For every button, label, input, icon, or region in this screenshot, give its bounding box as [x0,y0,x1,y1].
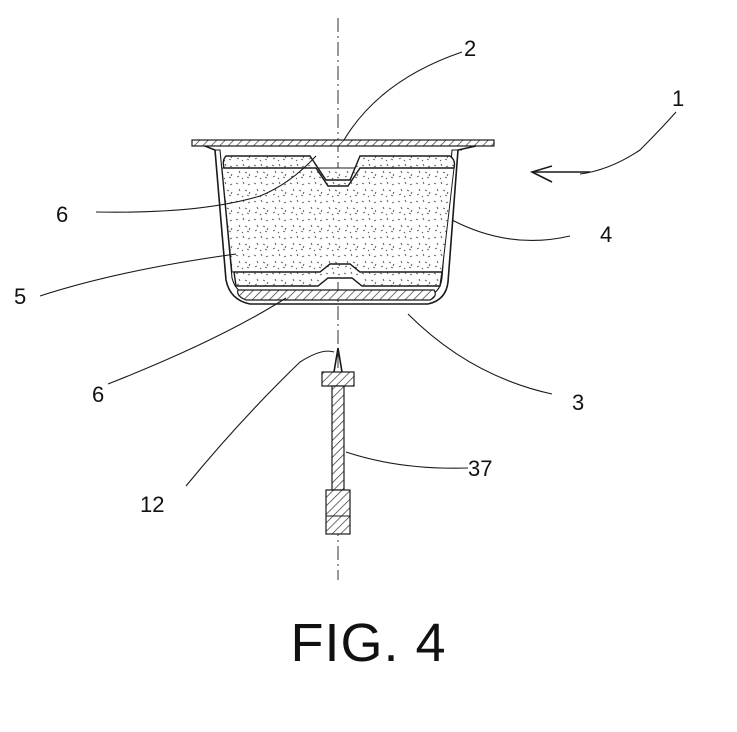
lid [191,139,495,147]
figure-caption: FIG. 4 [290,613,447,673]
injector [321,347,355,535]
ref-label-1: 1 [672,86,684,111]
needle [333,347,343,373]
leader-3 [407,313,553,395]
ref-label-2: 2 [464,36,476,61]
ref-label-6-lower: 6 [92,382,104,407]
ref-label-3: 3 [572,390,584,415]
ref-label-5: 5 [14,284,26,309]
ref-label-4: 4 [600,222,612,247]
ref-label-12: 12 [140,492,164,517]
leader-2 [343,51,463,141]
leader-6-lower [107,297,287,385]
ref-label-37: 37 [468,456,492,481]
arrow-1-head [529,165,553,183]
leader-lines [39,51,677,487]
leader-37 [345,451,469,469]
leader-6-upper [95,155,317,213]
leader-1 [579,111,677,175]
bottom [237,289,436,301]
side-wall [204,145,477,305]
leader-12 [185,350,335,487]
injector-foot [325,489,351,535]
ref-label-6-upper: 6 [56,202,68,227]
injector-head [321,371,355,387]
injector-shaft [331,385,345,491]
leader-5 [39,253,237,297]
leader-4 [451,219,571,241]
capsule [191,139,495,305]
filter-upper [222,155,456,187]
filter-lower [233,263,443,287]
